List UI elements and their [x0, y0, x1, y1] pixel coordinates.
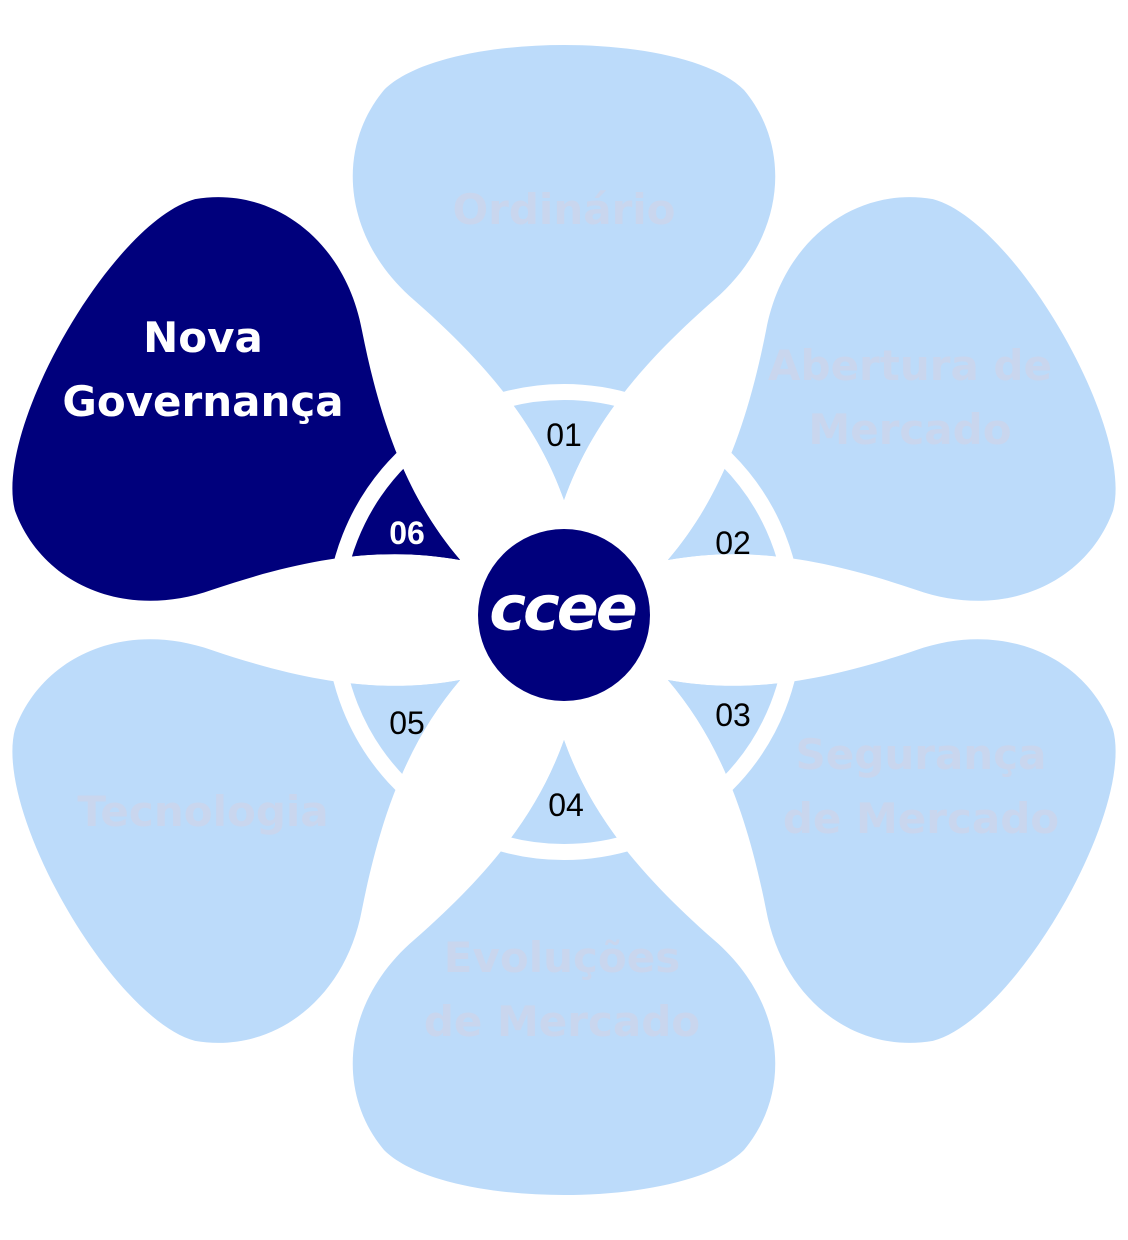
- petal-03[interactable]: [562, 497, 1128, 1090]
- label-layer: 01 Ordinário 02 Abertura de Mercado 03Seguran…: [62, 185, 1059, 1046]
- logo-circle: [478, 529, 650, 701]
- petal-title-02-line-2: Mercado: [808, 405, 1011, 454]
- petal-number-01: 01: [546, 417, 582, 453]
- petal-title-03-line-1: Segurança: [796, 730, 1047, 779]
- petal-04[interactable]: [352, 740, 776, 1195]
- logo-text: ccee: [489, 572, 636, 645]
- petal-title-05-line-1: Tecnologia: [77, 787, 328, 836]
- petal-title-03-line-2: de Mercado: [783, 794, 1059, 843]
- petal-title-04-line-1: Evoluções: [444, 933, 680, 982]
- petal-number-05: 05: [389, 705, 425, 741]
- petal-number-06: 06: [389, 515, 425, 551]
- petal-05[interactable]: [0, 497, 566, 1090]
- petal-number-02: 02: [715, 525, 751, 561]
- separator-ring: [326, 384, 802, 860]
- petal-02[interactable]: [562, 150, 1128, 743]
- petal-title-02-line-1: Abertura de: [768, 341, 1052, 390]
- petal-01[interactable]: [352, 45, 776, 500]
- petal-title-06-line-1: Nova: [143, 313, 263, 362]
- ccee-logo: ccee: [478, 529, 650, 701]
- petal-number-04: 04: [548, 787, 584, 823]
- petal-title-04-line-2: de Mercado: [424, 997, 700, 1046]
- petal-number-03: 03: [715, 697, 751, 733]
- petal-title-01-line-1: Ordinário: [452, 185, 675, 234]
- petal-layer: [0, 45, 1128, 1195]
- ring-gap: [326, 384, 802, 860]
- petal-title-06-line-2: Governança: [62, 377, 343, 426]
- petal-06[interactable]: [0, 150, 566, 743]
